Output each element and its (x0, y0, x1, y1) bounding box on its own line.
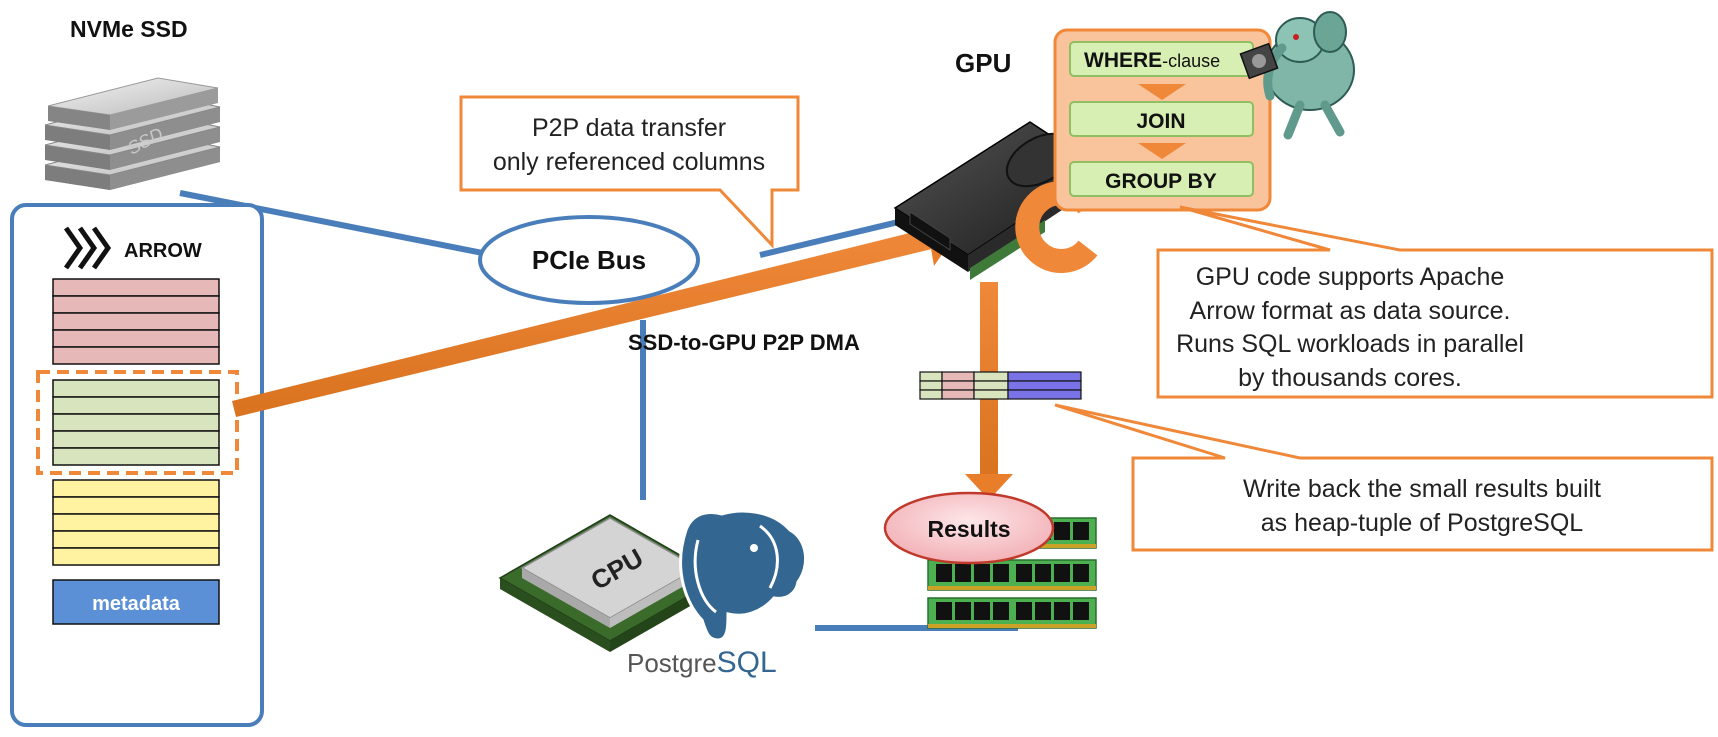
column-block-green (52, 379, 220, 466)
gpu-callout-line-2: Arrow format as data source. (1190, 297, 1511, 325)
flow-down-arrow-1 (1138, 84, 1186, 100)
column-block-red (52, 278, 220, 365)
metadata-label: metadata (92, 593, 181, 615)
join-text: JOIN (1136, 110, 1185, 133)
sql-pipeline-box: WHERE-clause JOIN GROUP BY (1053, 28, 1272, 212)
join-step (1069, 101, 1254, 137)
ssd-stack-icon: SSD (44, 77, 221, 190)
pcie-bus-label: PCIe Bus (532, 245, 646, 275)
p2p-callout-line-1: P2P data transfer (532, 114, 726, 142)
pcie-bus-ellipse (478, 215, 700, 305)
elephant-mascot-icon (1239, 11, 1355, 140)
results-ellipse (883, 491, 1055, 565)
group-by-step (1069, 161, 1254, 197)
arrow-brand-text: ARROW (124, 240, 202, 262)
cpu-chip-icon: CPU (498, 514, 722, 652)
group-by-text: GROUP BY (1105, 170, 1217, 193)
gpu-code-callout: GPU code supports Apache Arrow format as… (1156, 205, 1714, 399)
write-back-line-1: Write back the small results built (1243, 475, 1601, 503)
gpu-callout-line-3: Runs SQL workloads in parallel (1176, 330, 1524, 358)
dma-label: SSD-to-GPU P2P DMA (628, 330, 860, 355)
column-block-yellow (52, 479, 220, 566)
referenced-columns-highlight (36, 370, 239, 475)
write-back-line-2: as heap-tuple of PostgreSQL (1261, 509, 1584, 537)
postgres-elephant-icon (679, 509, 808, 642)
write-back-callout: Write back the small results built as he… (1054, 403, 1714, 552)
where-clause-text: WHERE-clause (1084, 49, 1220, 72)
gpu-callout-line-1: GPU code supports Apache (1196, 263, 1505, 291)
result-row-icon (919, 371, 1082, 400)
gpu-callout-line-4: by thousands cores. (1238, 364, 1462, 392)
gpu-label: GPU (955, 48, 1011, 78)
nvme-ssd-label: NVMe SSD (70, 16, 188, 42)
p2p-callout: P2P data transfer only referenced column… (459, 95, 800, 249)
metadata-block (52, 579, 220, 625)
flow-down-arrow-2 (1138, 143, 1186, 159)
results-label: Results (927, 516, 1010, 542)
p2p-callout-line-2: only referenced columns (493, 148, 765, 176)
postgresql-wordmark: PostgreSQL (627, 646, 777, 679)
arrow-logo-icon (63, 226, 112, 270)
